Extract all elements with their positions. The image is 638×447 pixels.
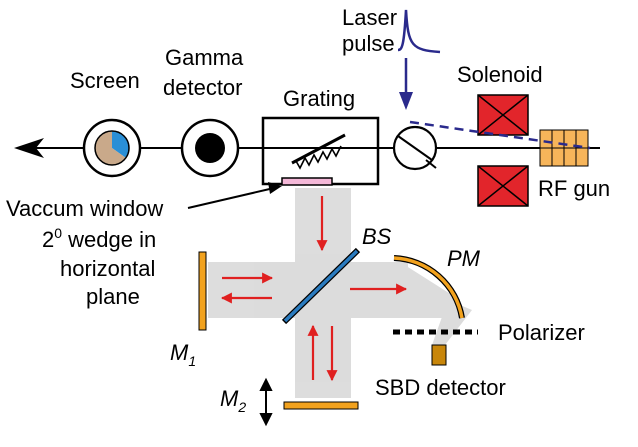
label-grating: Grating: [283, 86, 355, 111]
label-window-line3: horizontal: [60, 256, 155, 281]
laser-mirror-element: [392, 125, 438, 171]
label-bs: BS: [362, 224, 392, 249]
grating-teeth: [295, 145, 342, 170]
laser-dashed-path: [409, 120, 591, 150]
gamma-detector-element: [180, 118, 240, 178]
label-window-line2: 20 wedge in: [42, 225, 156, 252]
label-polarizer: Polarizer: [498, 320, 585, 345]
label-rf-gun: RF gun: [538, 176, 610, 201]
label-solenoid: Solenoid: [457, 62, 543, 87]
m2-translation-arrow: [259, 377, 273, 427]
label-m2: M2: [220, 386, 246, 415]
mirror-m1: [198, 251, 207, 331]
mirror-m2: [283, 401, 359, 410]
grating-element: [261, 116, 380, 186]
label-gamma-line1: Gamma: [165, 45, 244, 70]
sbd-detector-element: [431, 344, 447, 366]
label-screen: Screen: [70, 68, 140, 93]
label-laser-line2: pulse: [342, 31, 395, 56]
label-sbd: SBD detector: [375, 375, 506, 400]
red-arrows: [220, 196, 408, 382]
parabolic-mirror: [393, 256, 464, 319]
screen-tan-sector: [95, 131, 126, 165]
laser-pulse-shape: [397, 9, 441, 54]
screen-element: [82, 118, 142, 178]
beam-direction-arrow: [14, 138, 44, 158]
label-pm: PM: [447, 246, 481, 271]
label-window-line1: Vaccum window: [6, 196, 163, 221]
solenoid-element: [477, 94, 529, 207]
label-laser-line1: Laser: [342, 5, 397, 30]
label-gamma-line2: detector: [163, 75, 243, 100]
window-pointer: [187, 182, 282, 209]
rf-gun-element: [539, 129, 589, 167]
focused-beam: [385, 262, 460, 318]
laser-arrow-head: [399, 92, 413, 110]
beam-paths: [208, 188, 472, 398]
label-m1: M1: [170, 340, 196, 369]
beam-splitter: [283, 249, 359, 323]
vacuum-window: [281, 177, 333, 186]
label-window-line4: plane: [86, 284, 140, 309]
laser-pulse: [397, 9, 591, 150]
